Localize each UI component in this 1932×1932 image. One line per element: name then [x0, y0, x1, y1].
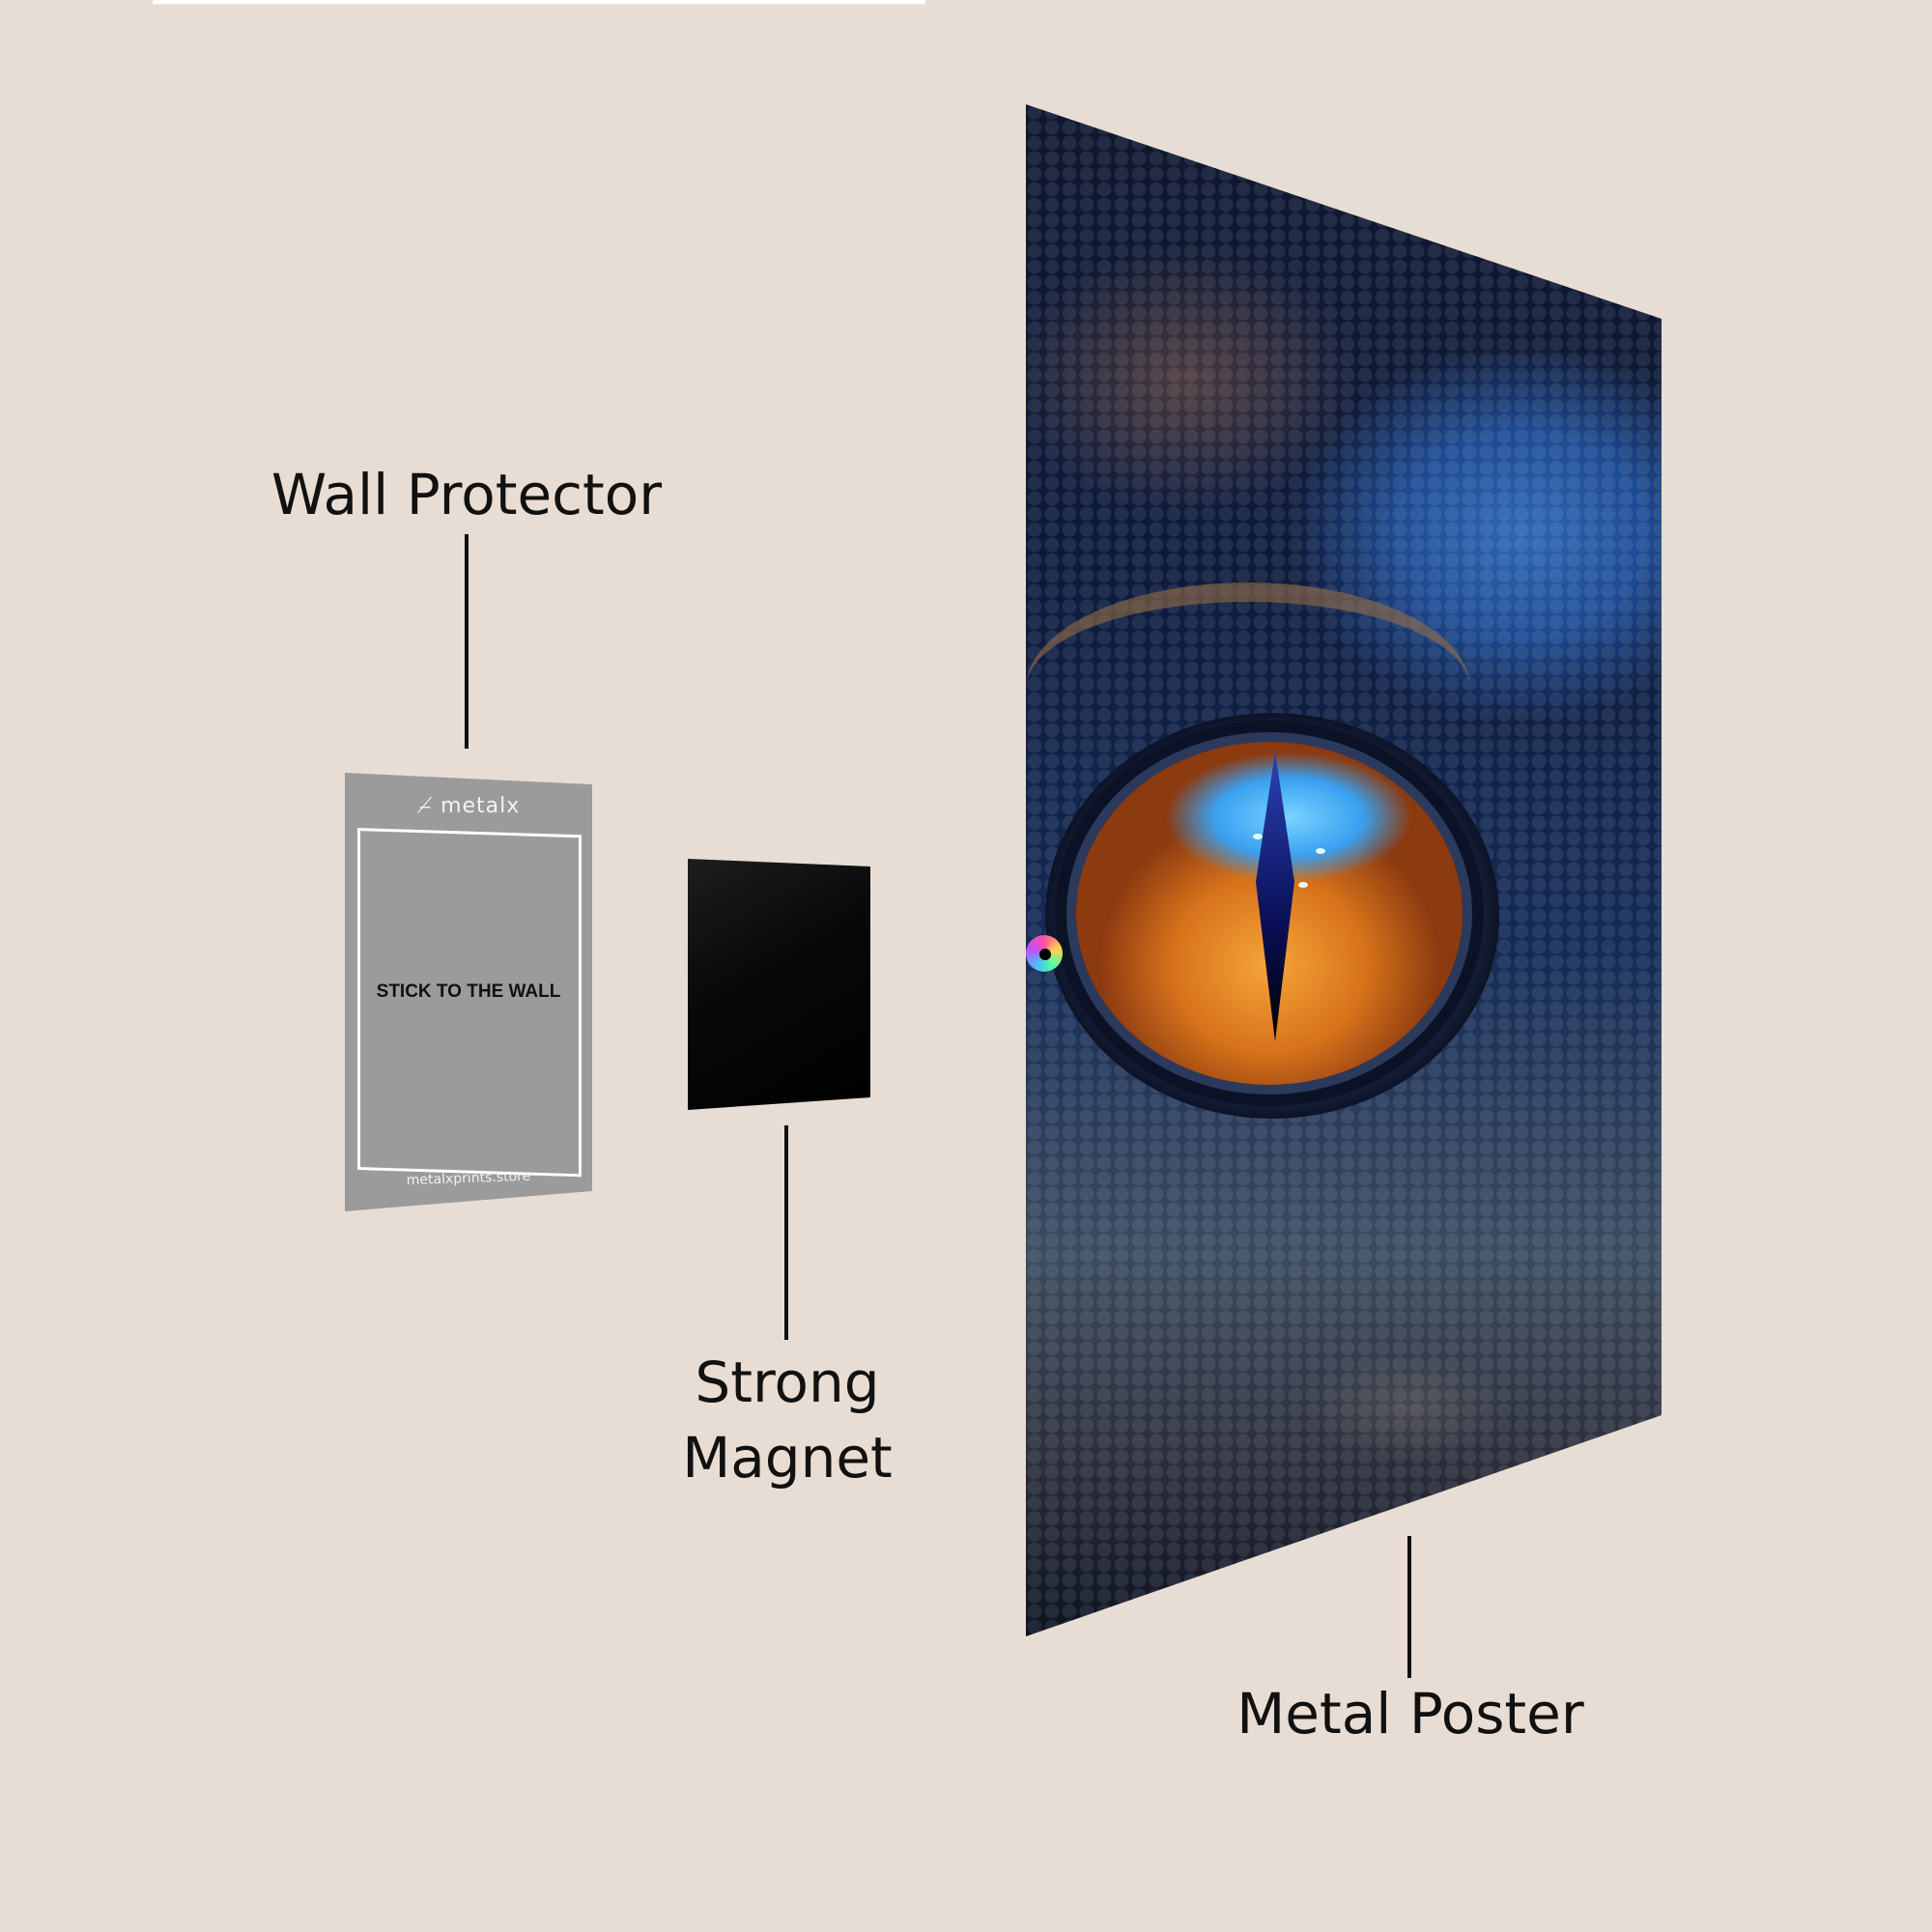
- brand-name: metalx: [440, 794, 521, 818]
- metal-poster-leader-line: [1407, 1536, 1411, 1678]
- strong-magnet-label: Strong Magnet: [618, 1345, 956, 1495]
- eye-highlight: [1298, 882, 1308, 888]
- wall-protector-leader-line: [465, 534, 469, 749]
- metal-poster-label: Metal Poster: [1236, 1681, 1584, 1747]
- eye-highlight: [1316, 848, 1325, 854]
- eye-highlight: [1253, 834, 1263, 839]
- strong-magnet-label-line1: Strong: [695, 1350, 880, 1415]
- metal-poster: [1026, 104, 1662, 1636]
- strong-magnet-label-line2: Magnet: [682, 1425, 893, 1491]
- slash-plus-logo-icon: ⟋̶: [416, 794, 441, 818]
- strong-magnet-plate: [688, 859, 870, 1110]
- strong-magnet-leader-line: [784, 1125, 788, 1340]
- top-edge-strip: [153, 0, 925, 5]
- wall-protector-plate: ⟋̶ metalx STICK TO THE WALL metalxprints…: [345, 773, 592, 1211]
- iridescent-scale: [1026, 935, 1063, 972]
- stick-instruction: STICK TO THE WALL: [376, 981, 561, 1002]
- metalx-logo: ⟋̶ metalx: [345, 794, 592, 818]
- wall-protector-label: Wall Protector: [270, 462, 663, 527]
